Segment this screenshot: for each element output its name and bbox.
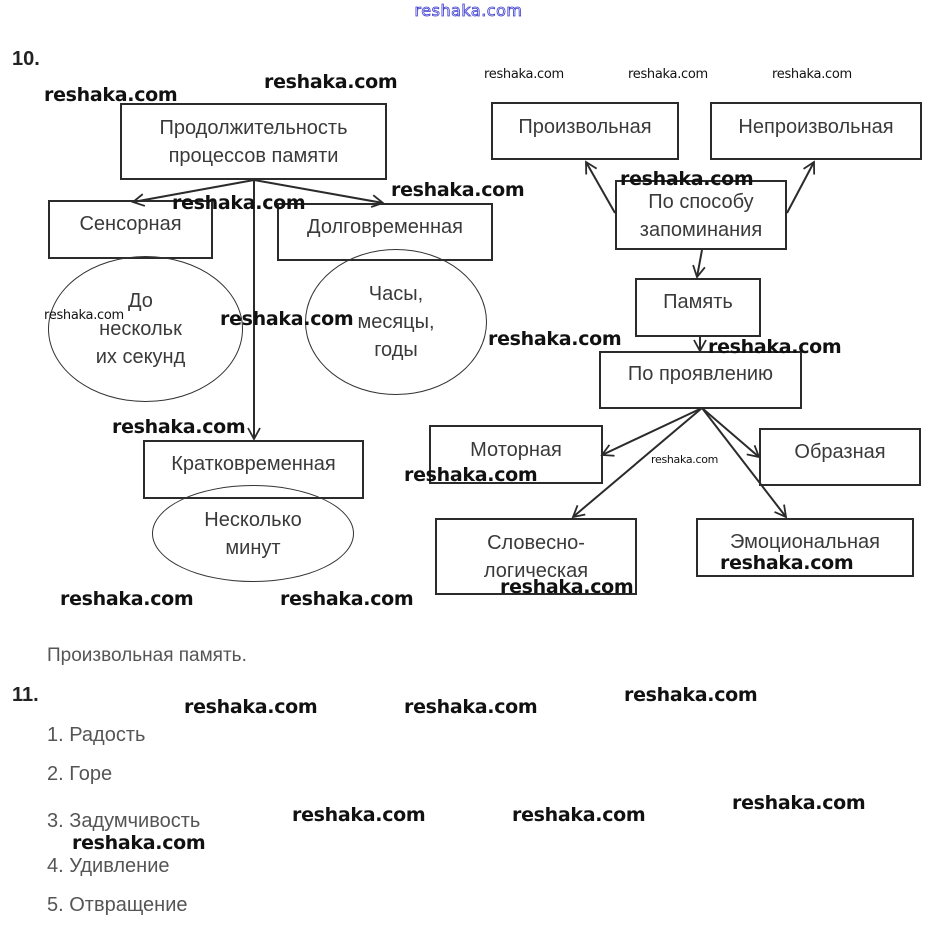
emotion-list-item: 5. Отвращение [47, 894, 188, 916]
emotion-list-item: 1. Радость [47, 724, 146, 746]
root-line1: Продолжительность [159, 117, 348, 139]
node-involuntary-label: Непроизвольная [738, 116, 894, 138]
ellipse-shortterm-duration: Несколько минут [152, 485, 354, 582]
by-method-line1: По способу [648, 191, 754, 213]
watermark: reshaka.com [404, 464, 538, 486]
node-voluntary: Произвольная [491, 102, 679, 160]
verbal-line1: Словесно- [487, 532, 585, 554]
task-10-answer: Произвольная память. [47, 645, 247, 666]
watermark: reshaka.com [44, 308, 124, 323]
watermark: reshaka.com [624, 684, 758, 706]
watermark: reshaka.com [280, 588, 414, 610]
arrow-to-voluntary [585, 160, 616, 214]
emotion-list-item: 4. Удивление [47, 855, 170, 877]
emotion-list-item: 2. Горе [47, 763, 113, 785]
arrow-to-figurative [701, 407, 761, 459]
watermark: reshaka.com [651, 453, 719, 466]
by-method-line2: запоминания [639, 219, 763, 241]
shortterm-duration-line2: минут [225, 536, 281, 559]
watermark: reshaka.com [628, 67, 708, 82]
arrow-to-involuntary [786, 160, 816, 214]
node-emotional: Эмоциональная [696, 518, 914, 577]
watermark: reshaka.com [72, 832, 206, 854]
node-figurative: Образная [759, 428, 921, 486]
watermark: reshaka.com [732, 792, 866, 814]
node-verbal-logical: Словесно- логическая [435, 518, 637, 595]
watermark: reshaka.com [488, 328, 622, 350]
longterm-duration-line3: годы [374, 339, 418, 361]
watermark: reshaka.com [500, 576, 634, 598]
watermark: reshaka.com [391, 179, 525, 201]
shortterm-duration-line1: Несколько [204, 508, 302, 531]
task-10-number: 10. [12, 48, 40, 70]
node-memory-duration-root: Продолжительность процессов памяти [120, 103, 387, 180]
node-involuntary: Непроизвольная [710, 102, 922, 160]
node-voluntary-label: Произвольная [518, 116, 652, 138]
watermark: reshaka.com [720, 552, 854, 574]
sensory-duration-line1: До [128, 290, 153, 312]
watermark: reshaka.com [220, 308, 354, 330]
watermark: reshaka.com [60, 588, 194, 610]
arrow-to-longterm [253, 179, 385, 208]
watermark: reshaka.com [172, 192, 306, 214]
watermark: reshaka.com [512, 804, 646, 826]
arrow-to-verbal [571, 407, 703, 519]
sensory-duration-line2: нескольк [99, 318, 182, 340]
arrow-to-emotional [701, 407, 788, 519]
watermark: reshaka.com [292, 804, 426, 826]
watermark: reshaka.com [404, 696, 538, 718]
ellipse-longterm-duration: Часы, месяцы, годы [305, 249, 487, 395]
node-by-manifestation-label: По проявлению [627, 363, 774, 385]
node-by-memorization-method: По способу запоминания [615, 180, 787, 250]
watermark: reshaka.com [112, 416, 246, 438]
watermark: reshaka.com [264, 71, 398, 93]
node-longterm-label: Долговременная [307, 216, 463, 238]
node-sensory-label: Сенсорная [79, 213, 182, 235]
watermark: reshaka.com [484, 67, 564, 82]
verbal-line2: логическая [483, 560, 589, 582]
watermark: reshaka.com [44, 84, 178, 106]
node-memory: Память [635, 278, 761, 337]
node-shortterm-label: Кратковременная [171, 453, 336, 475]
arrow-method-to-memory [692, 249, 706, 279]
node-motor-label: Моторная [470, 439, 562, 461]
longterm-duration-line2: месяцы, [357, 311, 435, 333]
emotion-list-item: 3. Задумчивость [47, 810, 201, 832]
node-motor: Моторная [429, 425, 603, 484]
ellipse-sensory-duration: До нескольк их секунд [48, 256, 243, 402]
watermark: reshaka.com [184, 696, 318, 718]
header-watermark[interactable]: reshaka.com [414, 1, 523, 21]
longterm-duration-line1: Часы, [368, 283, 424, 305]
arrow-to-motor [600, 407, 703, 457]
node-figurative-label: Образная [794, 441, 886, 463]
watermark: reshaka.com [708, 336, 842, 358]
watermark: reshaka.com [772, 67, 852, 82]
watermark: reshaka.com [620, 168, 754, 190]
sensory-duration-line3: их секунд [95, 346, 186, 368]
arrow-to-sensory [131, 179, 255, 207]
root-line2: процессов памяти [168, 145, 339, 167]
node-by-manifestation: По проявлению [599, 351, 802, 409]
node-memory-label: Память [663, 291, 733, 313]
node-emotional-label: Эмоциональная [729, 531, 881, 553]
task-11-number: 11. [12, 684, 39, 706]
